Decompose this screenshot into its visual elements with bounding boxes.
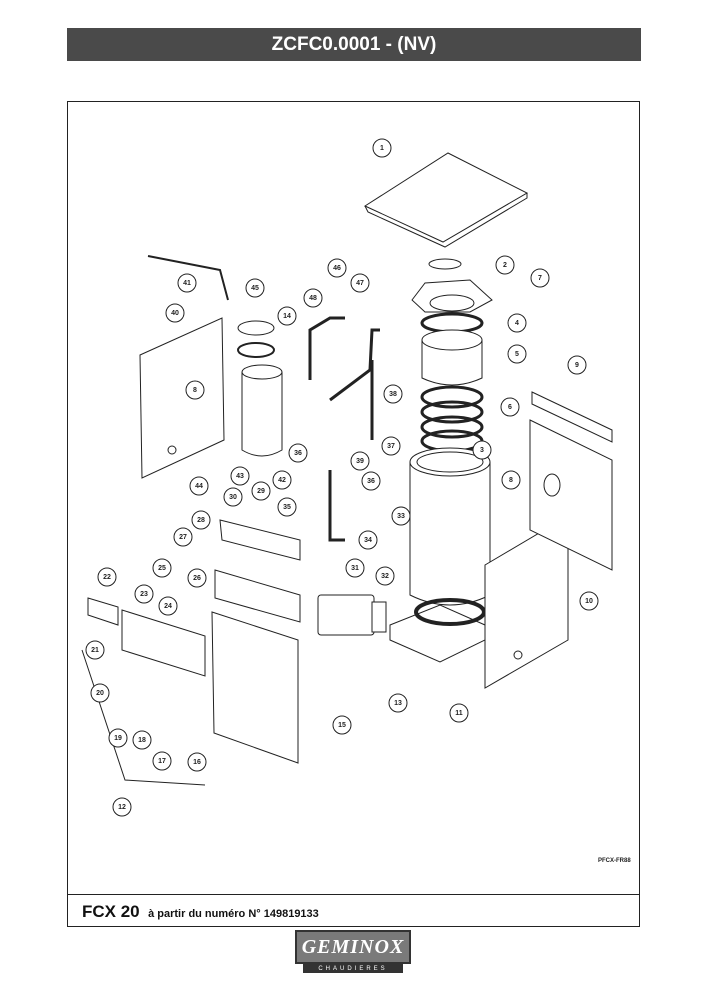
callout-number: 7	[538, 275, 542, 282]
callout-number: 4	[515, 320, 519, 327]
callout-number: 39	[356, 458, 364, 465]
callout-number: 43	[236, 473, 244, 480]
callout-number: 8	[193, 387, 197, 394]
part-left-panel	[139, 317, 225, 479]
part-control-strip	[531, 391, 613, 443]
callout-number: 3	[480, 447, 484, 454]
callout-number: 28	[197, 517, 205, 524]
frame-divider	[68, 894, 639, 895]
callout-number: 30	[229, 494, 237, 501]
part-rings	[420, 385, 484, 409]
part-pipe	[308, 316, 345, 380]
callout-number: 9	[575, 362, 579, 369]
callout-number: 34	[364, 537, 372, 544]
model-serial-range: à partir du numéro N° 149819133	[148, 908, 319, 920]
part-burner-tube	[421, 340, 483, 386]
callout-number: 5	[515, 351, 519, 358]
callout-number: 24	[164, 603, 172, 610]
part-top-flange	[411, 279, 493, 313]
callout-number: 16	[193, 759, 201, 766]
drawing-reference: PFCX-FR88	[598, 858, 631, 864]
callout-number: 6	[508, 404, 512, 411]
callout-number: 10	[585, 598, 593, 605]
callout-number: 19	[114, 735, 122, 742]
callout-number: 13	[394, 700, 402, 707]
callout-number: 21	[91, 647, 99, 654]
callout-number: 37	[387, 443, 395, 450]
callout-number: 29	[257, 488, 265, 495]
part-control-panel	[121, 609, 206, 677]
part-cover	[219, 519, 301, 561]
part-boiler-body	[409, 462, 491, 606]
callout-number: 35	[283, 504, 291, 511]
callout-number: 18	[138, 737, 146, 744]
callout-number: 2	[503, 262, 507, 269]
part-top-lid	[363, 152, 529, 243]
part-back-panel	[529, 419, 613, 571]
callout-number: 23	[140, 591, 148, 598]
model-name: FCX 20	[82, 902, 140, 921]
callout-number: 26	[193, 575, 201, 582]
callout-number: 25	[158, 565, 166, 572]
part-front-panel	[211, 611, 299, 764]
callout-number: 36	[294, 450, 302, 457]
callout-number: 36	[367, 478, 375, 485]
part-frame	[214, 569, 301, 623]
callout-number: 14	[283, 313, 291, 320]
page-title: ZCFC0.0001 - (NV)	[67, 28, 641, 61]
callout-number: 27	[179, 534, 187, 541]
logo-word: GEMINOX	[295, 930, 411, 964]
logo-subtitle: CHAUDIERES	[303, 964, 403, 973]
callout-number: 15	[338, 722, 346, 729]
callout-number: 22	[103, 574, 111, 581]
callout: 1	[380, 145, 384, 152]
geminox-logo: GEMINOX CHAUDIERES	[295, 930, 411, 974]
callout-number: 44	[195, 483, 203, 490]
part-gasket-disc	[428, 258, 462, 270]
part-base	[389, 604, 486, 663]
callout-number: 12	[118, 804, 126, 811]
callout-number: 42	[278, 477, 286, 484]
callout-number: 11	[455, 710, 463, 717]
callout-number: 32	[381, 573, 389, 580]
callout-number: 31	[351, 565, 359, 572]
model-caption: FCX 20 à partir du numéro N° 149819133	[82, 902, 319, 922]
callout-number: 45	[251, 285, 259, 292]
part-burner	[317, 594, 375, 636]
callout-labels: 1 2 3 4 5 6 7 8 8 9 10 11 12 13 14 15 16…	[85, 138, 599, 817]
callout-number: 47	[356, 280, 364, 287]
part-exchanger	[241, 372, 283, 457]
callout-number: 33	[397, 513, 405, 520]
callout-number: 48	[309, 295, 317, 302]
part-small-plate	[87, 597, 119, 626]
callout-number: 40	[171, 310, 179, 317]
callout-number: 20	[96, 690, 104, 697]
diagram-frame: FCX 20 à partir du numéro N° 149819133 P…	[67, 101, 640, 927]
callout-number: 41	[183, 280, 191, 287]
part-rod	[147, 255, 229, 301]
part-bottom-ring	[414, 598, 486, 626]
callout-number: 8	[509, 477, 513, 484]
callout-number: 17	[158, 758, 166, 765]
callout-number: 46	[333, 265, 341, 272]
callout-number: 38	[389, 391, 397, 398]
